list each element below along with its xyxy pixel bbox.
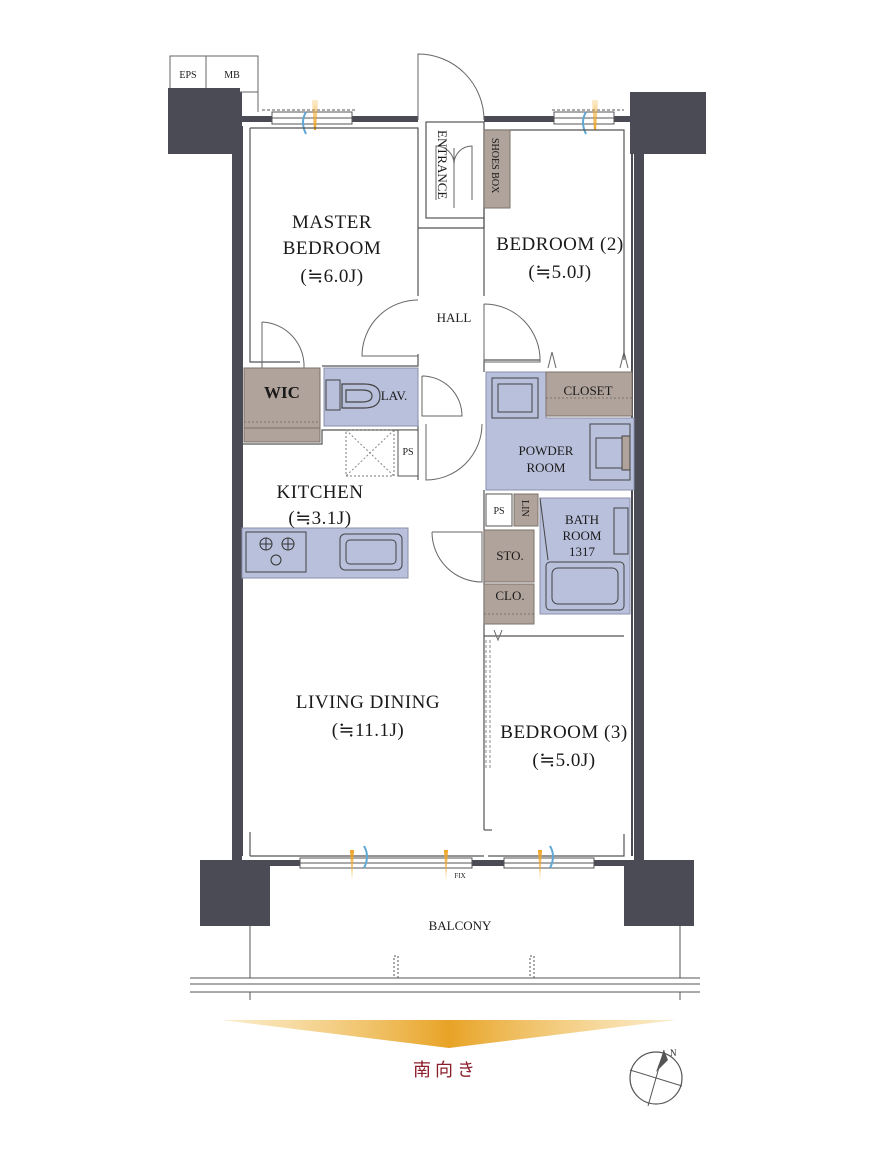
- eps-label: EPS: [179, 70, 196, 81]
- vent-arrow-icon: [538, 845, 554, 882]
- closet-bedroom2: [545, 371, 633, 417]
- living-dining-label: LIVING DINING: [296, 692, 440, 713]
- closet-bedroom3: [483, 583, 535, 625]
- master-bedroom-size: (≒6.0J): [300, 266, 363, 287]
- kitchen-counter: [241, 527, 409, 579]
- compass-north-label: N: [670, 1048, 677, 1058]
- kitchen-size: (≒3.1J): [288, 508, 351, 529]
- powder-room-label: POWDER: [519, 443, 574, 458]
- shoes-box: [483, 129, 511, 209]
- living-dining-size: (≒11.1J): [332, 720, 405, 741]
- lav-label: LAV.: [381, 388, 408, 403]
- room-labels: ENTRANCE SHOES BOX MASTER BEDROOM (≒6.0J…: [264, 130, 677, 1081]
- walls: [168, 92, 706, 926]
- hall-label: HALL: [437, 310, 472, 325]
- vent-arrow-icon: [444, 850, 448, 882]
- bottom-windows: [299, 857, 595, 869]
- clo-label: CLO.: [495, 588, 524, 603]
- vent-arrow-icon: [350, 845, 368, 882]
- master-bedroom-label-2: BEDROOM: [283, 238, 382, 259]
- eps-mb-boxes: [168, 55, 259, 112]
- bath-room-model: 1317: [569, 544, 596, 559]
- ps-lin-bath: [485, 493, 539, 527]
- top-window-right: [552, 109, 624, 125]
- bedroom2-size: (≒5.0J): [528, 262, 591, 283]
- south-direction-arrow: [222, 1020, 676, 1048]
- bedroom2-label: BEDROOM (2): [496, 234, 623, 255]
- powder-room-label-2: ROOM: [526, 460, 565, 475]
- fix-label: FIX: [454, 872, 465, 880]
- vent-arrow-icon: [302, 100, 318, 135]
- vent-arrow-icon: [582, 100, 598, 135]
- balcony-label: BALCONY: [429, 918, 492, 933]
- shoes-box-label: SHOES BOX: [489, 138, 500, 194]
- bath-room-label-2: ROOM: [562, 528, 601, 543]
- master-bedroom-label: MASTER: [292, 212, 372, 233]
- bedroom3-size: (≒5.0J): [532, 750, 595, 771]
- wic-label: WIC: [264, 383, 300, 402]
- entrance-label: ENTRANCE: [435, 130, 450, 199]
- bedroom3-label: BEDROOM (3): [500, 722, 627, 743]
- orientation-label: 南向き: [413, 1060, 479, 1081]
- ps-kitchen: [345, 429, 419, 477]
- top-window-left: [262, 109, 356, 125]
- compass-icon: [629, 1049, 683, 1107]
- storage-unit: [483, 529, 535, 583]
- lin-label: LIN: [519, 500, 530, 517]
- kitchen-label: KITCHEN: [277, 482, 364, 503]
- balcony-area: [190, 926, 700, 1000]
- wic-room: [243, 367, 321, 443]
- ps-kitchen-label: PS: [402, 447, 413, 458]
- lav-room: [323, 367, 419, 427]
- sto-label: STO.: [496, 548, 524, 563]
- bath-room: [539, 497, 631, 615]
- ps-bath-label: PS: [493, 506, 504, 517]
- closet-label: CLOSET: [563, 383, 612, 398]
- bath-room-label: BATH: [565, 512, 599, 527]
- mb-label: MB: [224, 70, 240, 81]
